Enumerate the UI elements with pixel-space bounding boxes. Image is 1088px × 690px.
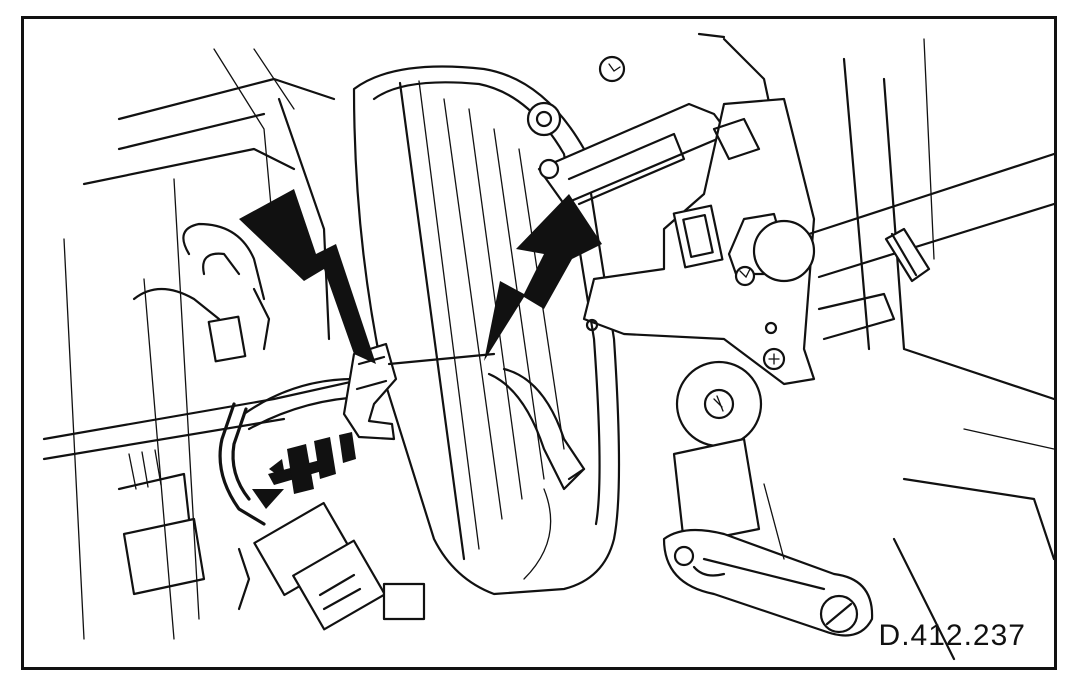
regulator-mechanism bbox=[526, 32, 816, 386]
door-panel bbox=[352, 65, 621, 596]
diagram-frame: D.412.237 bbox=[21, 16, 1057, 670]
left-bracket bbox=[132, 222, 271, 363]
arrow-left-large bbox=[239, 189, 376, 364]
harness-connector bbox=[117, 377, 426, 631]
background-structure bbox=[42, 37, 1054, 661]
cable-tube bbox=[807, 152, 1054, 341]
arrow-right-large bbox=[484, 194, 602, 361]
retaining-clip bbox=[342, 342, 496, 441]
lever-arm bbox=[662, 360, 874, 637]
figure-reference-code: D.412.237 bbox=[878, 619, 1026, 652]
technical-illustration bbox=[42, 32, 1054, 661]
arrow-small-dashed bbox=[252, 432, 356, 509]
